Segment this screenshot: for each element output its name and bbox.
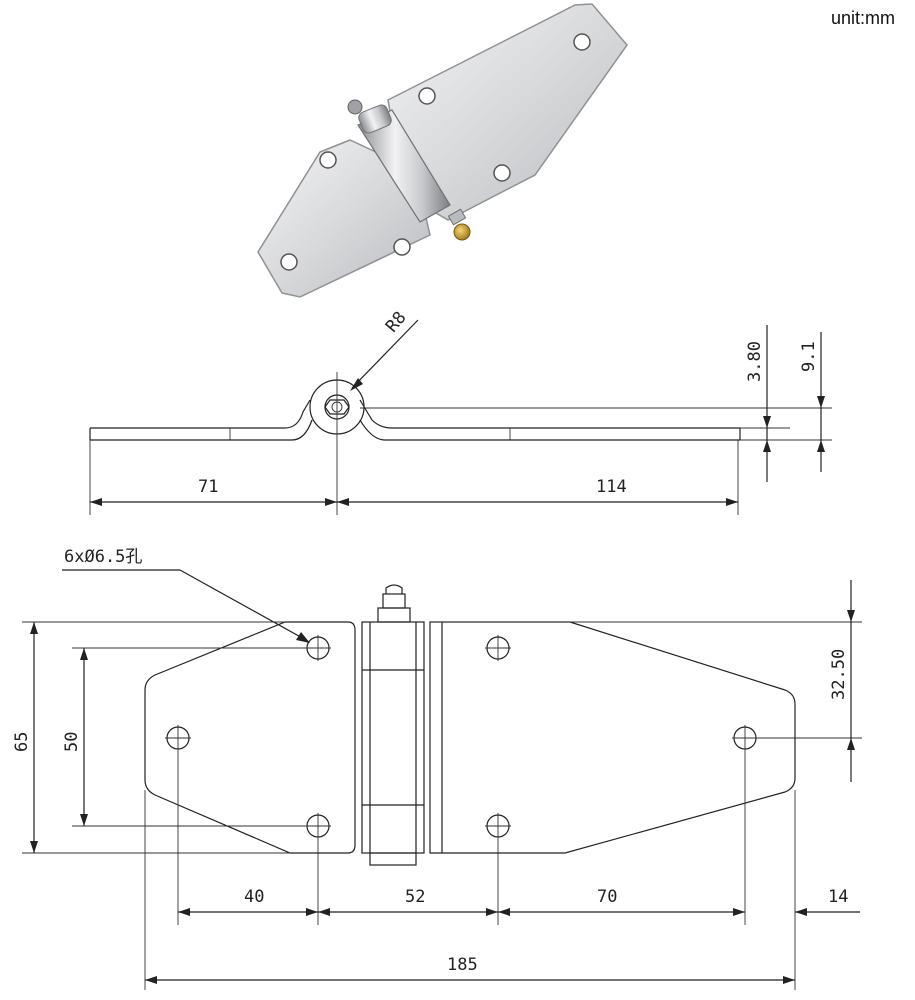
- overall-height-label: 65: [12, 732, 32, 752]
- left-length-label: 71: [198, 477, 218, 497]
- mount-holes: [165, 635, 758, 839]
- overall-length-label: 185: [447, 955, 478, 975]
- dim-52-label: 52: [405, 887, 425, 907]
- right-length-label: 114: [596, 477, 627, 497]
- hole-note: 6xØ6.5孔: [64, 547, 142, 567]
- dim-40-label: 40: [244, 887, 264, 907]
- hole-spacing-vertical-label: 50: [62, 732, 82, 752]
- thickness-total-label: 9.1: [799, 341, 819, 372]
- thickness-small-label: 3.80: [745, 341, 765, 382]
- dim-14-label: 14: [828, 887, 848, 907]
- dim-70-label: 70: [597, 887, 617, 907]
- half-height-label: 32.50: [829, 649, 849, 700]
- unit-label: unit:mm: [830, 8, 895, 28]
- top-view: 6xØ6.5孔 65 50 32.50: [12, 547, 862, 990]
- side-view: R8 3.80 9.1 71 114: [89, 308, 832, 515]
- hinge-photo: [257, 3, 628, 298]
